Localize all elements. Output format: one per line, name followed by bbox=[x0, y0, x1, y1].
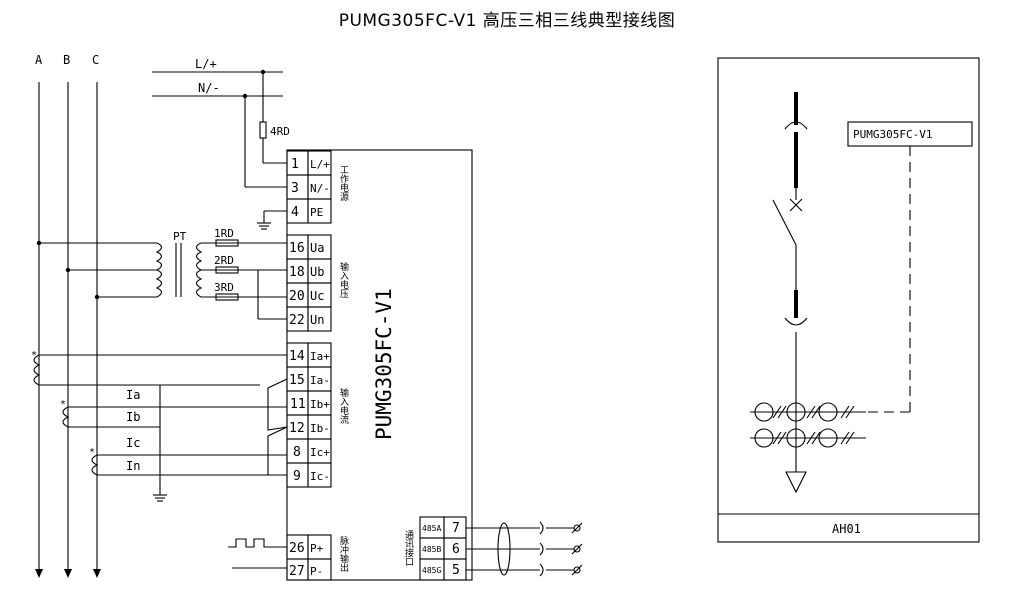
svg-text:18: 18 bbox=[289, 265, 305, 280]
terminal-3: 3 N/- bbox=[286, 174, 332, 200]
group-current-label: 输入电流 bbox=[338, 387, 349, 425]
svg-text:P+: P+ bbox=[310, 542, 324, 555]
svg-text:12: 12 bbox=[289, 421, 305, 436]
fuse-3rd-label: 3RD bbox=[214, 281, 234, 294]
group-voltage-label: 输入电压 bbox=[338, 261, 349, 299]
svg-text:16: 16 bbox=[289, 241, 305, 256]
svg-text:8: 8 bbox=[293, 445, 301, 460]
svg-text:Ib+: Ib+ bbox=[310, 398, 330, 411]
svg-text:Ub: Ub bbox=[310, 265, 324, 279]
panel-device-label: PUMG305FC-V1 bbox=[853, 128, 932, 141]
phase-label-a: A bbox=[35, 53, 43, 67]
svg-text:7: 7 bbox=[452, 521, 460, 536]
svg-text:N/-: N/- bbox=[310, 182, 330, 195]
ct-line-in: In bbox=[126, 459, 140, 473]
comm-terminals: 485A 485B 485G 7 6 5 bbox=[419, 516, 583, 581]
svg-text:Ia+: Ia+ bbox=[310, 350, 330, 363]
svg-text:5: 5 bbox=[452, 563, 460, 578]
svg-text:15: 15 bbox=[289, 373, 305, 388]
terminal-4: 4 PE bbox=[286, 198, 332, 224]
svg-text:4: 4 bbox=[291, 205, 299, 220]
svg-text:11: 11 bbox=[290, 397, 306, 412]
ct-section: * * * Ia Ib Ic In bbox=[31, 350, 288, 502]
fuse-4rd-label: 4RD bbox=[270, 125, 290, 138]
svg-text:L/+: L/+ bbox=[310, 158, 330, 171]
terminal-20: 20 Uc bbox=[286, 282, 332, 308]
svg-text:14: 14 bbox=[289, 349, 305, 364]
svg-text:27: 27 bbox=[289, 564, 305, 579]
svg-text:20: 20 bbox=[289, 289, 305, 304]
terminal-16: 16 Ua bbox=[286, 234, 332, 260]
terminal-12: 12 Ib- bbox=[286, 414, 332, 440]
terminal-22: 22 Un bbox=[286, 306, 332, 332]
group-comm-label: 通讯接口 bbox=[403, 530, 414, 566]
terminal-26: 26 P+ bbox=[286, 534, 332, 560]
supply-lines: L/+ N/- 4RD bbox=[152, 57, 290, 230]
svg-text:Ua: Ua bbox=[310, 241, 324, 255]
terminal-14: 14 Ia+ bbox=[286, 342, 332, 368]
svg-text:Ib-: Ib- bbox=[310, 422, 330, 435]
ct-line-ib: Ib bbox=[126, 410, 140, 424]
phase-lines: A B C bbox=[35, 53, 101, 578]
supply-live-label: L/+ bbox=[195, 57, 217, 71]
ct-line-ia: Ia bbox=[126, 388, 140, 402]
terminal-15: 15 Ia- bbox=[286, 366, 332, 392]
svg-text:3: 3 bbox=[291, 181, 299, 196]
svg-text:Ia-: Ia- bbox=[310, 374, 330, 387]
panel-ah01: AH01 PUMG305FC-V1 bbox=[717, 57, 980, 543]
svg-text:*: * bbox=[31, 350, 37, 361]
diagram-title: PUMG305FC-V1 高压三相三线典型接线图 bbox=[338, 11, 676, 31]
svg-text:Un: Un bbox=[310, 313, 324, 327]
panel-id-label: AH01 bbox=[832, 522, 861, 536]
svg-text:Ic+: Ic+ bbox=[310, 446, 330, 459]
comm-485g: 485G bbox=[422, 566, 441, 575]
phase-label-b: B bbox=[63, 53, 70, 67]
comm-485a: 485A bbox=[422, 524, 441, 533]
svg-text:6: 6 bbox=[452, 542, 460, 557]
meter-model-label: PUMG305FC-V1 bbox=[372, 288, 396, 440]
group-power-label: 工作电源 bbox=[338, 165, 349, 202]
ct-line-ic: Ic bbox=[126, 436, 140, 450]
svg-text:*: * bbox=[60, 399, 66, 410]
svg-text:9: 9 bbox=[293, 469, 301, 484]
pulse-output bbox=[228, 538, 287, 569]
comm-485b: 485B bbox=[422, 545, 441, 554]
svg-text:P-: P- bbox=[310, 565, 323, 578]
supply-neutral-label: N/- bbox=[198, 81, 220, 95]
svg-text:*: * bbox=[89, 447, 95, 458]
pt-section: PT 1RD 2RD 3RD bbox=[36, 227, 287, 320]
svg-text:Ic-: Ic- bbox=[310, 470, 330, 483]
terminal-8: 8 Ic+ bbox=[286, 438, 332, 464]
svg-text:1: 1 bbox=[291, 157, 299, 172]
svg-text:PE: PE bbox=[310, 206, 323, 219]
terminal-strip: 1 L/+ 3 N/- 4 PE 16 Ua 18 Ub 20 Uc bbox=[286, 150, 332, 581]
svg-text:26: 26 bbox=[289, 541, 305, 556]
group-pulse-label: 脉冲输出 bbox=[338, 535, 349, 573]
terminal-11: 11 Ib+ bbox=[286, 390, 332, 416]
svg-text:22: 22 bbox=[289, 313, 305, 328]
fuse-2rd-label: 2RD bbox=[214, 254, 234, 267]
terminal-1: 1 L/+ bbox=[286, 150, 332, 176]
terminal-18: 18 Ub bbox=[286, 258, 332, 284]
terminal-9: 9 Ic- bbox=[286, 462, 332, 488]
pt-label: PT bbox=[173, 230, 187, 243]
svg-text:Uc: Uc bbox=[310, 289, 324, 303]
group-labels: 工作电源 输入电压 输入电流 脉冲输出 通讯接口 bbox=[338, 165, 414, 573]
terminal-27: 27 P- bbox=[286, 558, 332, 581]
phase-label-c: C bbox=[92, 53, 99, 67]
fuse-1rd-label: 1RD bbox=[214, 227, 234, 240]
